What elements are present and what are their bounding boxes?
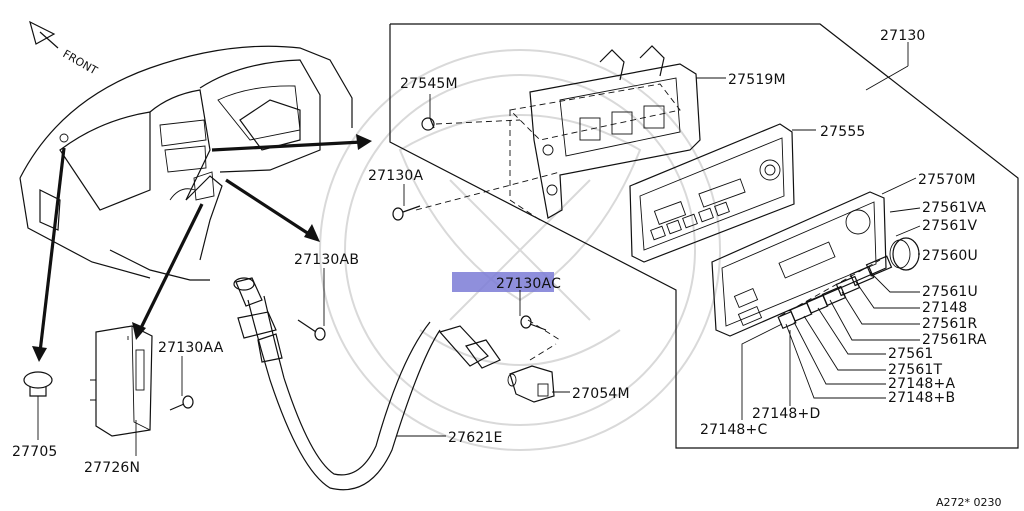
part-27726N-module (90, 325, 153, 437)
label-27621E: 27621E (448, 430, 503, 446)
label-27130AC: 27130AC (496, 276, 561, 292)
part-27570M-bezel (711, 191, 887, 337)
label-27555: 27555 (820, 124, 866, 140)
label-27130AA: 27130AA (158, 340, 224, 356)
label-27130: 27130 (880, 28, 926, 44)
front-label: FRONT (61, 47, 100, 77)
screw-icon-27130A (392, 205, 421, 221)
screw-icons (169, 117, 547, 411)
label-27570M: 27570M (918, 172, 976, 188)
footer-code: A272* 0230 (936, 496, 1002, 509)
label-27148: 27148 (922, 300, 968, 316)
label-27561RA: 27561RA (922, 332, 987, 348)
label-27148-B: 27148+B (888, 390, 955, 406)
part-27705-clip (23, 371, 53, 404)
part-buttons-cluster (777, 255, 893, 330)
label-27561R: 27561R (922, 316, 978, 332)
label-27726N: 27726N (84, 460, 140, 476)
label-27561V: 27561V (922, 218, 978, 234)
part-27560U-knob (889, 237, 920, 271)
screw-icon-27130AB (297, 319, 326, 341)
label-27561U: 27561U (922, 284, 978, 300)
part-27621E-hose (233, 277, 501, 491)
label-27130A: 27130A (368, 168, 424, 184)
label-27561VA: 27561VA (922, 200, 986, 216)
label-27561: 27561 (888, 346, 934, 362)
label-27545M: 27545M (400, 76, 458, 92)
label-27560U: 27560U (922, 248, 978, 264)
label-27148-D: 27148+D (752, 406, 820, 422)
label-27130AB: 27130AB (294, 252, 359, 268)
dashboard-outline (19, 45, 353, 281)
part-27555-control-unit (629, 123, 795, 263)
screw-icon-27130AA (169, 395, 194, 411)
label-27148-A: 27148+A (888, 376, 955, 392)
watermark-emblem (319, 49, 721, 451)
screw-icon-27545M (421, 117, 435, 131)
highlight-box (452, 272, 554, 292)
leader-lines (37, 42, 921, 456)
part-27519M-bracket (529, 45, 701, 219)
part-27054M-sensor (507, 365, 555, 403)
callout-arrows (32, 134, 372, 362)
label-27148-C: 27148+C (700, 422, 767, 438)
dashed-guides (415, 83, 881, 361)
exploded-view-frame (389, 23, 1019, 449)
screw-icon-27130AC (520, 315, 547, 331)
front-arrow-icon: FRONT (29, 20, 100, 78)
part-labels: 27130 27545M 27519M 27555 27130A 27570M … (12, 28, 1002, 509)
label-27054M: 27054M (572, 386, 630, 402)
label-27561T: 27561T (888, 362, 943, 378)
label-27705: 27705 (12, 444, 58, 460)
label-27519M: 27519M (728, 72, 786, 88)
